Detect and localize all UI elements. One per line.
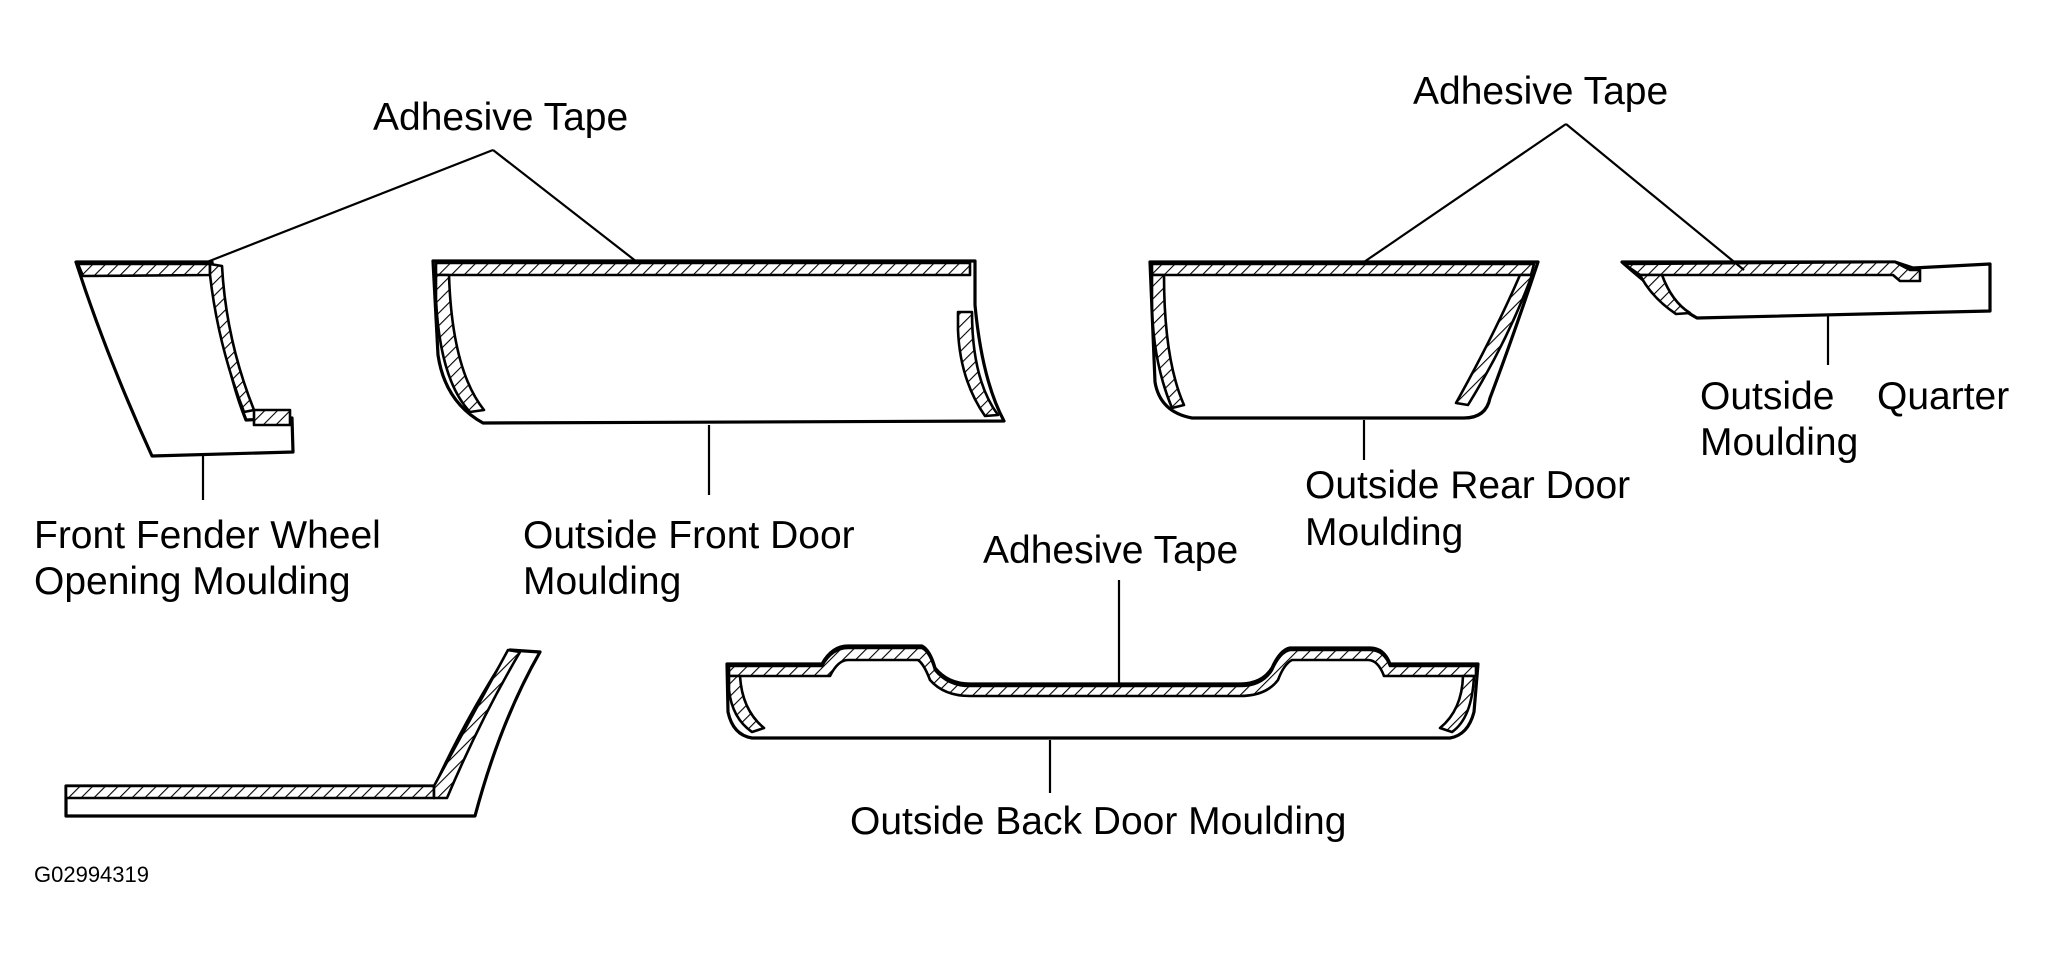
back-door-label: Outside Back Door Moulding	[850, 800, 1346, 843]
back-door-moulding-section	[725, 644, 1480, 740]
figure-code: G02994319	[34, 862, 149, 887]
quarter-label-line2: Moulding	[1700, 421, 1858, 464]
adhesive-tape-label-1: Adhesive Tape	[373, 96, 628, 139]
front-fender-label-line2: Opening Moulding	[34, 560, 351, 603]
quarter-label-line1a: Outside	[1700, 375, 1834, 418]
rear-door-moulding-section	[1148, 260, 1540, 420]
leader-lines	[201, 123, 1830, 793]
rear-door-label-line1: Outside Rear Door	[1305, 464, 1630, 507]
quarter-label-line1b: Quarter	[1877, 375, 2009, 418]
front-fender-moulding-section	[74, 260, 295, 458]
rear-door-label-line2: Moulding	[1305, 511, 1463, 554]
quarter-moulding-section	[1620, 260, 1992, 320]
adhesive-tape-label-3: Adhesive Tape	[983, 529, 1238, 572]
front-door-label-line2: Moulding	[523, 560, 681, 603]
lower-left-moulding-section	[64, 648, 542, 818]
front-door-label-line1: Outside Front Door	[523, 514, 855, 557]
front-fender-label-line1: Front Fender Wheel	[34, 514, 381, 557]
front-door-moulding-section	[431, 259, 1006, 425]
adhesive-tape-label-2: Adhesive Tape	[1413, 70, 1668, 113]
